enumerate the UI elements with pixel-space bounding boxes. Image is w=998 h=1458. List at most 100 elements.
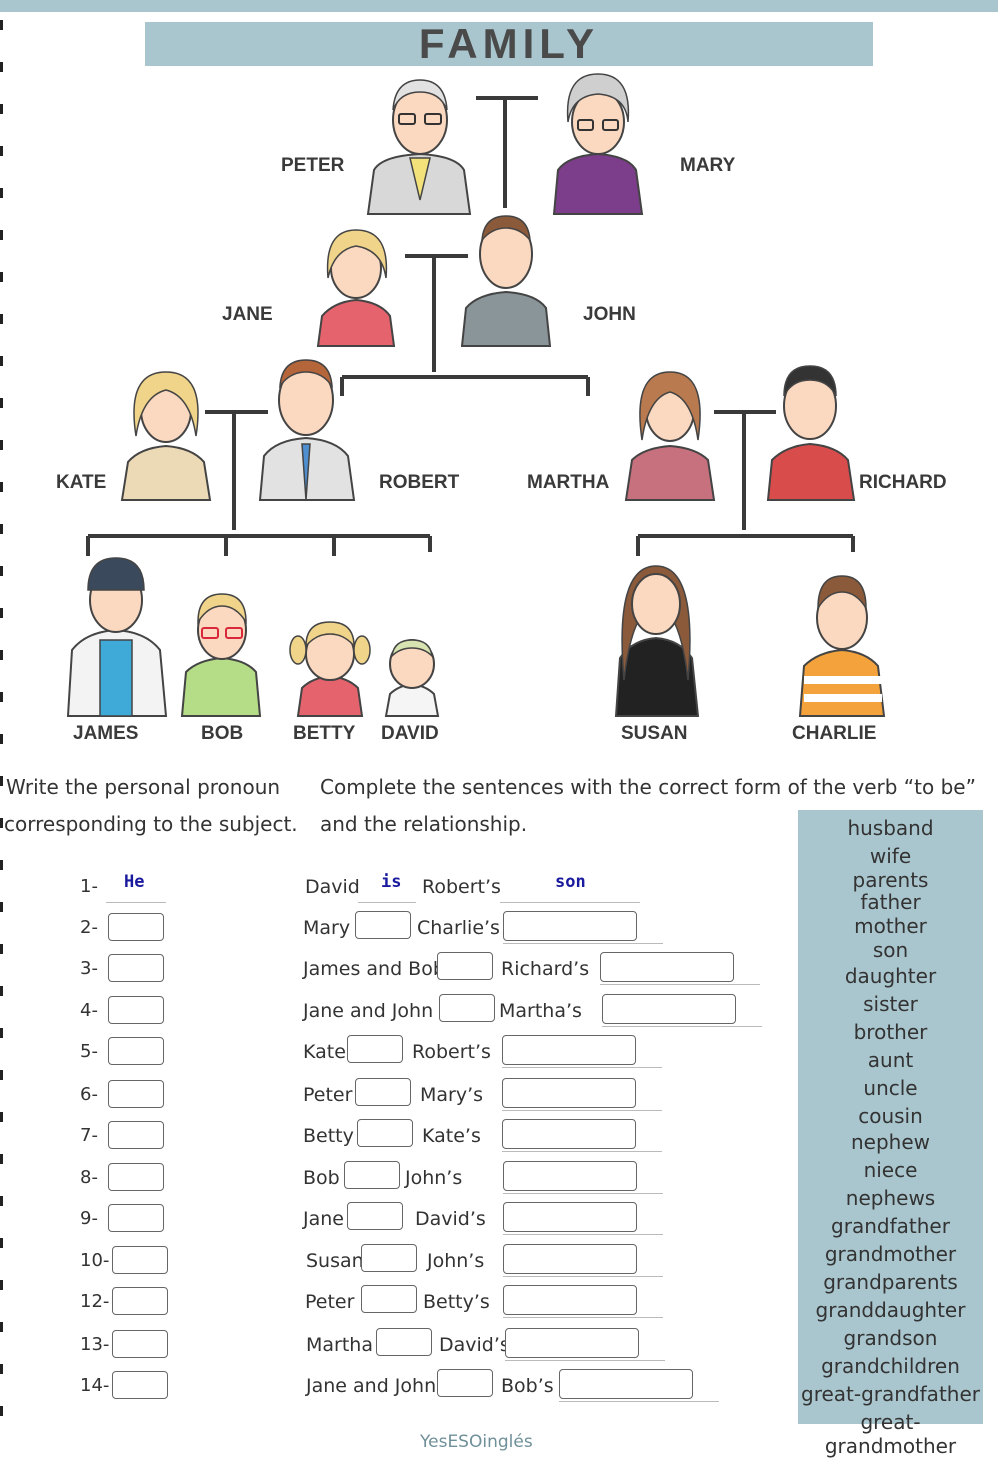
exercise-number: 13-	[80, 1334, 110, 1355]
answer-line	[502, 1067, 662, 1068]
exercise-owner: Robert’s	[422, 876, 501, 898]
pronoun-input[interactable]	[108, 1204, 164, 1232]
pronoun-input[interactable]	[108, 954, 164, 982]
relationship-input[interactable]	[600, 952, 734, 982]
word-bank-item: uncle	[863, 1076, 918, 1100]
answer-line	[505, 1360, 665, 1361]
relationship-input[interactable]	[503, 1161, 637, 1191]
relationship-input[interactable]	[602, 994, 736, 1024]
exercise-subject: David	[305, 876, 360, 898]
charlie-figure	[798, 575, 886, 717]
pronoun-input[interactable]	[108, 1163, 164, 1191]
name-peter: PETER	[281, 155, 345, 176]
pronoun-input[interactable]	[112, 1330, 168, 1358]
verb-input[interactable]	[357, 1119, 413, 1147]
verb-answer: is	[381, 872, 402, 892]
jane-figure	[316, 229, 396, 347]
exercise-number: 2-	[80, 917, 98, 938]
instruction-right-line2: and the relationship.	[320, 812, 528, 836]
relationship-input[interactable]	[502, 1078, 636, 1108]
word-bank-item: nephews	[845, 1186, 936, 1210]
answer-line	[503, 1234, 663, 1235]
pronoun-input[interactable]	[108, 1037, 164, 1065]
name-david: DAVID	[381, 723, 439, 744]
exercise-number: 3-	[80, 958, 98, 979]
verb-input[interactable]	[361, 1285, 417, 1313]
pronoun-input[interactable]	[108, 996, 164, 1024]
verb-input[interactable]	[437, 952, 493, 980]
pronoun-answer: He	[124, 872, 145, 892]
verb-input[interactable]	[361, 1244, 417, 1272]
verb-input[interactable]	[347, 1035, 403, 1063]
exercise-owner: Betty’s	[423, 1291, 490, 1313]
answer-line	[503, 1193, 663, 1194]
name-betty: BETTY	[293, 723, 356, 744]
name-richard: RICHARD	[859, 472, 947, 493]
relationship-input[interactable]	[503, 1285, 637, 1315]
answer-line	[559, 1401, 719, 1402]
exercise-number: 1-	[80, 876, 98, 897]
exercise-owner: Richard’s	[501, 958, 590, 980]
word-bank-item: niece	[863, 1158, 918, 1182]
exercise-subject: Susan	[306, 1250, 364, 1272]
pronoun-input[interactable]	[108, 1080, 164, 1108]
answer-line	[600, 984, 760, 985]
relationship-input[interactable]	[559, 1369, 693, 1399]
word-bank-item: nephew	[850, 1130, 930, 1154]
word-bank-item: grandson	[843, 1326, 938, 1350]
relationship-input[interactable]	[502, 1119, 636, 1149]
relationship-input[interactable]	[503, 1244, 637, 1274]
family-tree	[66, 73, 886, 717]
exercise-number: 12-	[80, 1291, 110, 1312]
word-bank-item: grandfather	[831, 1214, 950, 1238]
exercise-owner: Robert’s	[412, 1041, 491, 1063]
pronoun-answer-line	[106, 902, 166, 903]
mary-figure	[552, 73, 644, 215]
pronoun-input[interactable]	[112, 1287, 168, 1315]
word-bank-item: grandmother	[824, 1242, 957, 1266]
exercise-owner: John’s	[405, 1167, 463, 1189]
robert-figure	[258, 359, 356, 501]
betty-figure	[289, 621, 371, 717]
martha-figure	[624, 371, 716, 501]
verb-input[interactable]	[437, 1369, 493, 1397]
relationship-input[interactable]	[503, 1202, 637, 1232]
exercise-owner: Charlie’s	[417, 917, 500, 939]
name-martha: MARTHA	[527, 472, 610, 493]
james-figure	[66, 557, 168, 717]
pronoun-input[interactable]	[108, 913, 164, 941]
exercise-owner: John’s	[427, 1250, 485, 1272]
exercise-subject: Kate	[303, 1041, 346, 1063]
word-bank-item: father	[860, 890, 921, 914]
pronoun-input[interactable]	[108, 1121, 164, 1149]
relationship-input[interactable]	[505, 1328, 639, 1358]
name-mary: MARY	[680, 155, 736, 176]
verb-input[interactable]	[355, 911, 411, 939]
verb-input[interactable]	[344, 1161, 400, 1189]
pronoun-input[interactable]	[112, 1246, 168, 1274]
john-figure	[460, 215, 552, 347]
relationship-input[interactable]	[502, 1035, 636, 1065]
exercise-owner: David’s	[415, 1208, 486, 1230]
answer-line	[503, 1276, 663, 1277]
exercise-subject: Jane and John	[303, 1000, 434, 1022]
pronoun-input[interactable]	[112, 1371, 168, 1399]
instruction-right-line1: Complete the sentences with the correct …	[320, 775, 976, 799]
verb-input[interactable]	[347, 1202, 403, 1230]
verb-input[interactable]	[376, 1328, 432, 1356]
name-susan: SUSAN	[621, 723, 688, 744]
relationship-input[interactable]	[503, 911, 637, 941]
word-bank-item: great-grandfather	[801, 1382, 980, 1406]
exercise-subject: Martha	[306, 1334, 373, 1356]
exercise-number: 9-	[80, 1208, 98, 1229]
instruction-left-line1: Write the personal pronoun	[6, 775, 281, 799]
word-bank-item: grandparents	[823, 1270, 958, 1294]
verb-input[interactable]	[439, 994, 495, 1022]
exercise-subject: Bob	[303, 1167, 340, 1189]
exercise-owner: David’s	[439, 1334, 510, 1356]
verb-input[interactable]	[355, 1078, 411, 1106]
word-bank-item: husband	[847, 816, 934, 840]
exercise-owner: Kate’s	[422, 1125, 481, 1147]
bob-figure	[180, 593, 262, 717]
exercise-owner: Mary’s	[420, 1084, 484, 1106]
